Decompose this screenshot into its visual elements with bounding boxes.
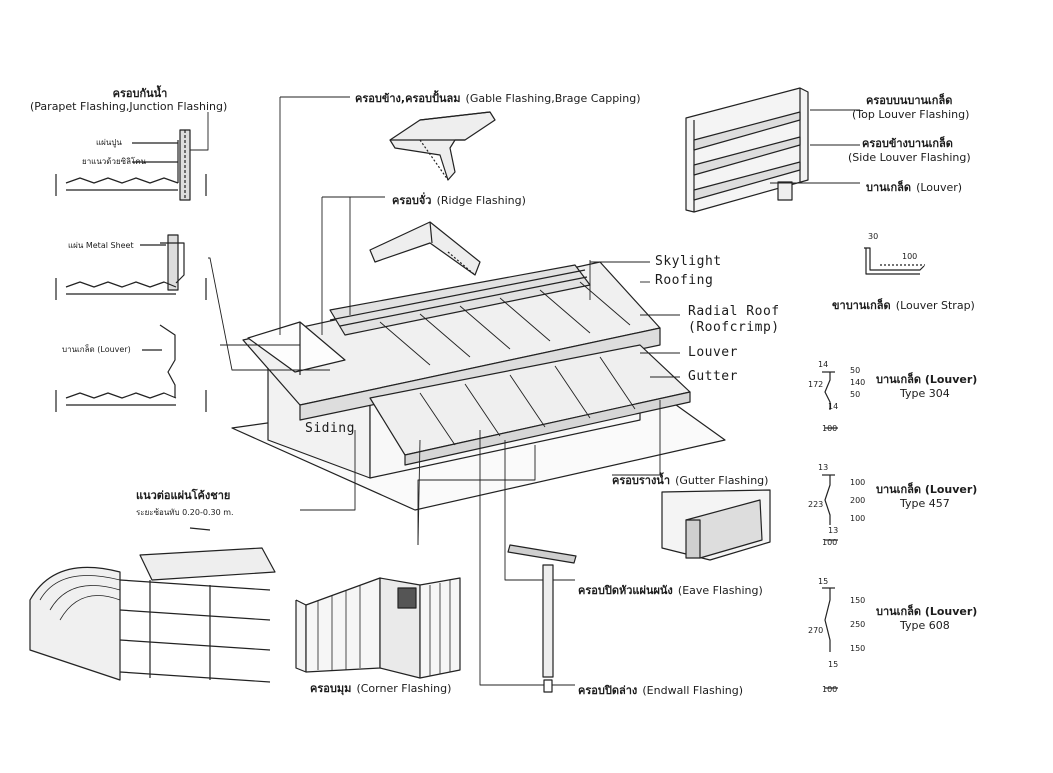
type304-dim-total: 172 <box>808 380 824 389</box>
strap-dim-30: 30 <box>868 232 879 241</box>
type457-dim-total: 223 <box>808 500 824 509</box>
type304-dim-a: 50 <box>850 366 861 375</box>
leader-lines <box>190 97 860 685</box>
gable-flashing-profile <box>390 112 495 180</box>
gable-th: ครอบข้าง,ครอบปั้นลม <box>355 92 461 105</box>
type457-dim-width: 100 <box>822 538 838 547</box>
type457-label: Type 457 <box>900 497 950 510</box>
metal-sheet-note: แผ่น Metal Sheet <box>68 241 134 250</box>
type608-dim-width: 100 <box>822 685 838 694</box>
type608-dim-total: 270 <box>808 626 824 635</box>
parapet-title-th: ครอบกันน้ำ <box>112 87 168 100</box>
type457-dim-bottom: 13 <box>828 526 839 535</box>
louver-strap-label: ขาบานเกล็ด (Louver Strap) <box>832 295 975 313</box>
louver-panel <box>686 88 808 212</box>
type608-dim-c: 150 <box>850 644 866 653</box>
roofcrimp-label: (Roofcrimp) <box>688 320 780 335</box>
eave-en: (Eave Flashing) <box>677 584 763 597</box>
curve-joint-th: แนวต่อแผ่นโค้งชาย <box>136 489 231 502</box>
eave-flashing-label: ครอบปิดหัวแผ่นผนัง (Eave Flashing) <box>578 580 763 598</box>
parapet-flashing-detail <box>56 130 206 200</box>
ridge-en: (Ridge Flashing) <box>436 194 526 207</box>
skylight-label: Skylight <box>655 254 722 269</box>
gable-en: (Gable Flashing,Brage Capping) <box>465 92 641 105</box>
curve-overlap-note: ระยะซ้อนทับ 0.20-0.30 m. <box>136 508 234 517</box>
side-louver-en: (Side Louver Flashing) <box>848 151 971 164</box>
type457-dim-b: 200 <box>850 496 866 505</box>
type608-dim-a: 150 <box>850 596 866 605</box>
type304-dim-c: 50 <box>850 390 861 399</box>
type304-dim-top: 14 <box>818 360 829 369</box>
ridge-th: ครอบจั่ว <box>392 194 432 207</box>
type304-dim-b: 140 <box>850 378 866 387</box>
strap-en: (Louver Strap) <box>895 299 975 312</box>
gable-flashing-label: ครอบข้าง,ครอบปั้นลม (Gable Flashing,Brag… <box>355 88 640 106</box>
corner-en: (Corner Flashing) <box>356 682 452 695</box>
top-louver-th: ครอบบนบานเกล็ด <box>866 94 953 107</box>
type457-th: บานเกล็ด (Louver) <box>876 483 978 496</box>
strap-dim-100: 100 <box>902 252 918 261</box>
type304-th: บานเกล็ด (Louver) <box>876 373 978 386</box>
type608-label: Type 608 <box>900 619 950 632</box>
top-louver-en: (Top Louver Flashing) <box>852 108 970 121</box>
endwall-flashing-label: ครอบปิดล่าง (Endwall Flashing) <box>578 680 743 698</box>
eave-flashing-detail <box>508 545 576 692</box>
endwall-th: ครอบปิดล่าง <box>578 684 638 697</box>
type304-dim-width: 100 <box>822 424 838 433</box>
gutter-flashing-label: ครอบรางน้ำ (Gutter Flashing) <box>612 470 768 488</box>
type608-dim-top: 15 <box>818 577 829 586</box>
gutter-label: Gutter <box>688 369 738 384</box>
type304-label: Type 304 <box>900 387 950 400</box>
parapet-note-cement: แผ่นปูน <box>96 138 122 147</box>
parapet-title-en: (Parapet Flashing,Junction Flashing) <box>30 100 228 113</box>
type457-dim-a: 100 <box>850 478 866 487</box>
louver-type-profiles <box>822 372 838 688</box>
gutter-flash-en: (Gutter Flashing) <box>675 474 769 487</box>
type608-th: บานเกล็ด (Louver) <box>876 605 978 618</box>
louver-th: บานเกล็ด <box>866 181 911 194</box>
eave-th: ครอบปิดหัวแผ่นผนัง <box>578 584 673 597</box>
curved-roof-detail <box>30 528 275 682</box>
louver-en: (Louver) <box>916 181 963 194</box>
gutter-flashing-detail <box>662 490 770 560</box>
side-louver-th: ครอบข้างบานเกล็ด <box>862 137 953 150</box>
type457-dim-c: 100 <box>850 514 866 523</box>
louver-label: บานเกล็ด (Louver) <box>866 177 962 195</box>
ridge-flashing-label: ครอบจั่ว (Ridge Flashing) <box>392 190 526 208</box>
strap-th: ขาบานเกล็ด <box>832 299 891 312</box>
corner-flashing-detail <box>296 578 460 678</box>
type457-dim-top: 13 <box>818 463 829 472</box>
metal-sheet-detail <box>56 235 206 300</box>
type608-dim-b: 250 <box>850 620 866 629</box>
corner-th: ครอบมุม <box>310 682 352 695</box>
radial-roof-label: Radial Roof <box>688 304 780 319</box>
louver-building-label: Louver <box>688 345 738 360</box>
louver-side-detail <box>56 325 206 412</box>
gutter-flash-th: ครอบรางน้ำ <box>612 474 671 487</box>
roofing-label: Roofing <box>655 273 714 288</box>
parapet-note-silicone: ยาแนวด้วยซิลิโคน <box>82 157 147 166</box>
louver-strap <box>864 248 925 274</box>
endwall-en: (Endwall Flashing) <box>642 684 744 697</box>
type304-dim-bottom: 14 <box>828 402 839 411</box>
corner-flashing-label: ครอบมุม (Corner Flashing) <box>310 678 451 696</box>
siding-label: Siding <box>305 421 355 436</box>
louver-side-note: บานเกล็ด (Louver) <box>62 345 131 354</box>
ridge-flashing-profile <box>370 222 480 275</box>
type608-dim-bottom: 15 <box>828 660 839 669</box>
